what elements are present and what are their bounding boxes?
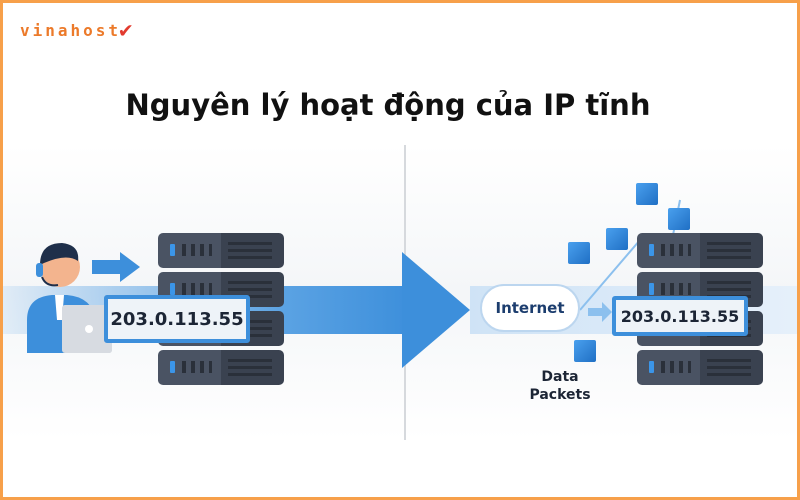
data-packet-cube: [636, 183, 658, 205]
page-title: Nguyên lý hoạt động của IP tĩnh: [125, 88, 651, 122]
support-agent-icon: [27, 243, 112, 353]
ip-address-box-right: 203.0.113.55: [612, 296, 748, 336]
arrow-right-icon: [92, 252, 140, 282]
internet-cloud: Internet: [480, 284, 580, 332]
logo: vinahost✔: [20, 18, 135, 43]
big-arrow-icon: [402, 252, 470, 368]
data-packet-cube: [668, 208, 690, 230]
check-icon: ✔: [119, 18, 136, 43]
data-packet-cube: [574, 340, 596, 362]
ip-address-box-left: 203.0.113.55: [104, 295, 250, 343]
packets-label: Packets: [529, 387, 591, 403]
data-packet-cube: [568, 242, 590, 264]
data-packet-cube: [606, 228, 628, 250]
data-label: Data: [541, 369, 579, 385]
logo-text: vinahost: [20, 21, 122, 40]
